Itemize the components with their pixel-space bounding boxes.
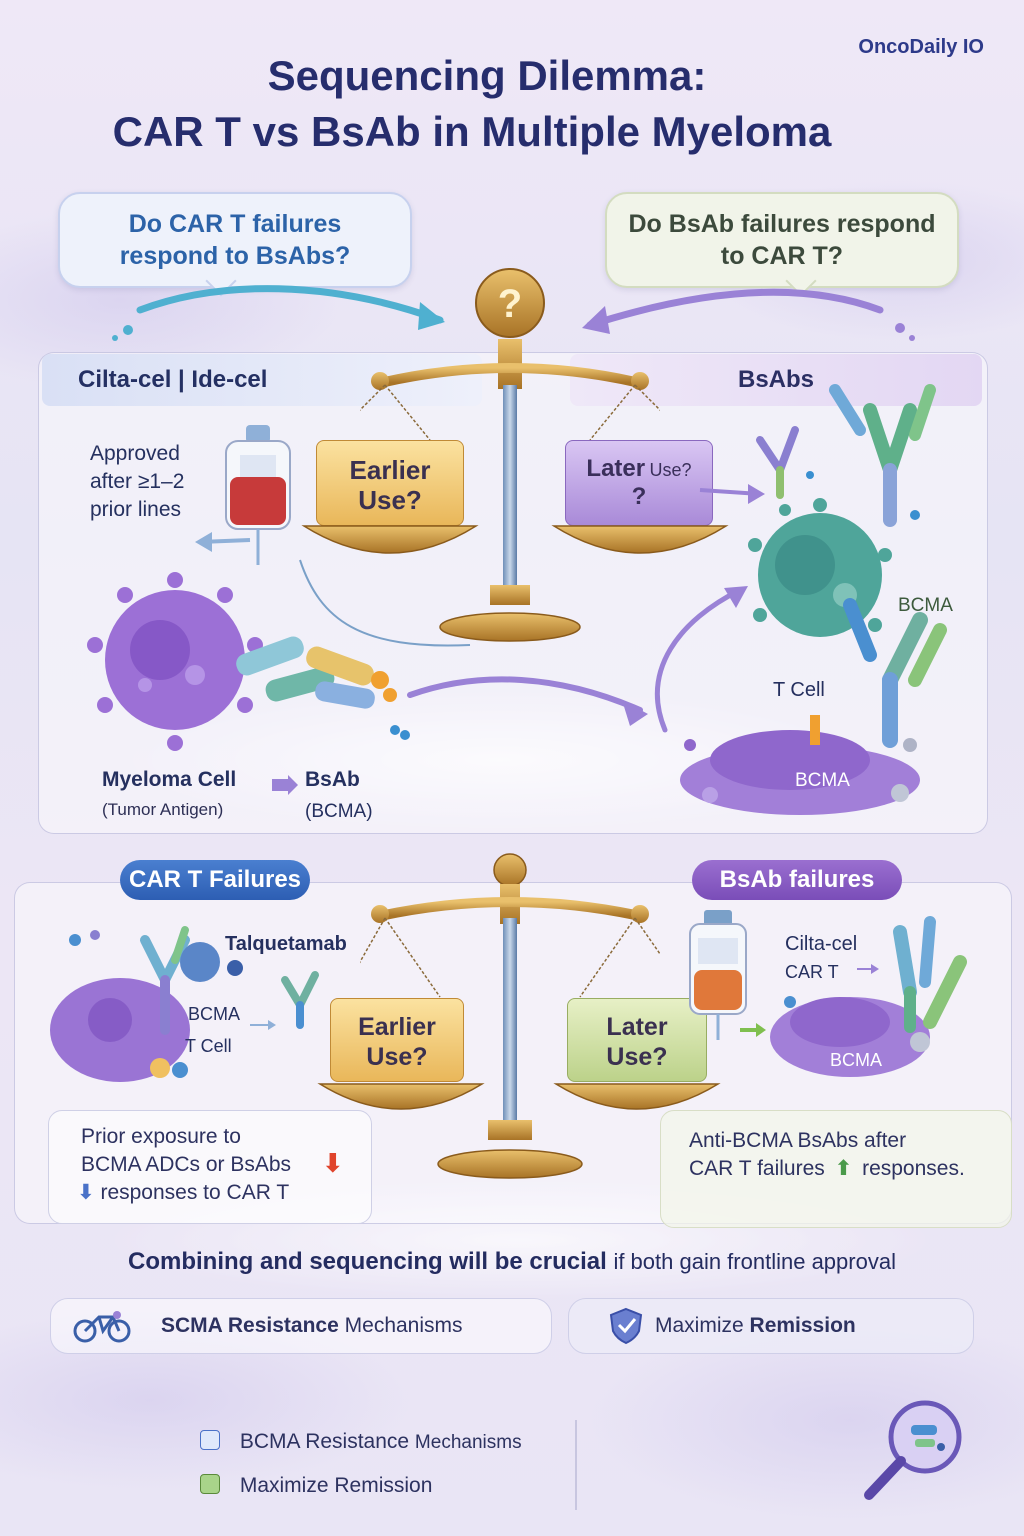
anti-bcma-line-2: CAR T failures <box>689 1157 825 1180</box>
bcma-label-bottom-right: BCMA <box>830 1050 883 1070</box>
scale-label-q-top: ? <box>631 483 647 510</box>
scale-box-later-bottom: Later Use? <box>567 998 707 1082</box>
remission-bar-rest: Maximize <box>655 1314 744 1337</box>
anti-bcma-line-3: responses. <box>862 1157 965 1180</box>
scale-pan-right-top <box>551 525 729 554</box>
scale-label-earlier-bottom: Earlier Use? <box>358 1013 436 1071</box>
up-arrow-icon: ⬆ <box>834 1157 853 1180</box>
approved-text: Approved after ≥1–2 prior lines <box>90 440 220 524</box>
prior-exposure-line-2: BCMA ADCs or BsAbs <box>81 1153 292 1176</box>
bcma-label-bottom-left: BCMA <box>188 1004 241 1024</box>
scale-label-later-top: Later <box>586 455 646 482</box>
resistance-bar-bold: SCMA Resistance <box>161 1314 339 1337</box>
svg-text:?: ? <box>498 282 522 326</box>
scale-box-earlier-top: Earlier Use? <box>316 440 464 526</box>
bcma-paren-label: (BCMA) <box>305 801 373 822</box>
remission-bar-text: Maximize Remission <box>655 1299 856 1353</box>
balance-scale-top-icon: ? <box>360 268 660 642</box>
t-cell-label-bottom-left: T Cell <box>185 1036 232 1056</box>
remission-bar-bold: Remission <box>749 1314 856 1337</box>
question-bubble-right: Do BsAb failures respond to CAR T? <box>605 192 959 288</box>
scale-pan-left-top <box>301 525 479 554</box>
scale-label-earlier-top: Earlier Use? <box>349 455 431 515</box>
prior-exposure-line-1: Prior exposure to <box>81 1125 241 1148</box>
flow-arrows-top <box>195 484 765 733</box>
myeloma-cell-label: Myeloma Cell <box>102 768 237 791</box>
antibody-icon <box>236 636 410 740</box>
magnifier-icon <box>864 1400 962 1500</box>
resistance-bar-rest: Mechanisms <box>344 1314 463 1337</box>
checkbox-green-icon <box>200 1474 220 1494</box>
bcma-label-top-right: BCMA <box>898 595 953 616</box>
checkbox-icon <box>200 1430 220 1450</box>
cilta-cel-vial-icon <box>689 910 747 1040</box>
legend-item-2: Maximize Remission <box>200 1474 432 1498</box>
scale-label-later-bottom: Later Use? <box>606 1013 668 1071</box>
prior-exposure-box: Prior exposure to BCMA ADCs or BsAbs ⬇ r… <box>48 1110 372 1224</box>
antibody-cluster-top-right <box>756 384 947 748</box>
bcma-label-bottom-right-top: BCMA <box>795 770 850 791</box>
cilta-cel-label: Cilta-cel <box>785 933 858 955</box>
t-cell-label-top: T Cell <box>773 679 825 701</box>
legend-divider <box>575 1420 577 1510</box>
prior-exposure-line-3-wrap: ⬇ responses to CAR T <box>77 1179 371 1207</box>
title-line-2: CAR T vs BsAb in Multiple Myeloma <box>112 108 832 155</box>
crucial-rest: if both gain frontline approval <box>613 1249 896 1274</box>
lysed-cell-icon <box>680 715 920 815</box>
car-t-label: CAR T <box>785 962 839 982</box>
arrows-top <box>112 285 915 341</box>
down-arrow-red-icon: ⬇ <box>322 1148 344 1178</box>
bicycle-icon <box>73 1311 131 1343</box>
legend-item-1-a: BCMA Resistance <box>239 1430 410 1453</box>
resistance-bar: SCMA Resistance Mechanisms <box>50 1298 552 1354</box>
myeloma-cell-icon <box>87 572 263 751</box>
talquetamab-label: Talquetamab <box>225 933 347 955</box>
pill-car-t-failures: CAR T Failures <box>120 860 310 900</box>
shield-check-icon <box>609 1307 643 1345</box>
remission-bar: Maximize Remission <box>568 1298 974 1354</box>
car-t-cell-bottom-right-icon <box>770 916 967 1077</box>
resistance-bar-text: SCMA Resistance Mechanisms <box>161 1299 463 1353</box>
pill-bsab-failures: BsAb failures <box>692 860 902 900</box>
crucial-bold: Combining and sequencing <box>128 1248 443 1275</box>
scale-box-later-top: Later Use? ? <box>565 440 713 526</box>
anti-bcma-line-2-wrap: CAR T failures ⬆ responses. <box>689 1155 1011 1183</box>
down-arrow-icon: ⬇ <box>77 1181 95 1204</box>
tumor-antigen-label: (Tumor Antigen) <box>102 800 224 819</box>
prior-exposure-line-3: responses to CAR T <box>100 1181 290 1204</box>
anti-bcma-line-1: Anti-BCMA BsAbs after <box>689 1129 907 1152</box>
scale-label-use-top: Use? <box>649 460 692 480</box>
balance-scale-bottom-icon <box>360 853 660 1179</box>
arrow-right-car-t-icon <box>857 964 879 974</box>
scale-box-earlier-bottom: Earlier Use? <box>330 998 464 1082</box>
myeloma-cell-bottom-left-icon <box>50 926 319 1082</box>
crucial-statement: Combining and sequencing will be crucial… <box>0 1248 1024 1276</box>
legend-item-1-b: Mechanisms <box>414 1432 522 1453</box>
arrow-right-icon <box>272 775 298 795</box>
arrow-green-icon <box>740 1023 766 1037</box>
approved-label: Approved after ≥1–2 prior lines <box>90 442 185 521</box>
legend-item-2-text: Maximize Remission <box>239 1474 433 1497</box>
title-line-1: Sequencing Dilemma: <box>267 52 707 99</box>
bsab-label: BsAb <box>305 768 360 791</box>
question-bubble-left: Do CAR T failures respond to BsAbs? <box>58 192 412 288</box>
scale-pan-left-bottom <box>317 1083 485 1110</box>
arrow-right-small-icon <box>250 1020 276 1030</box>
brand-logo-text: OncoDaily IO <box>858 36 984 58</box>
page-title: Sequencing Dilemma: CAR T vs BsAb in Mul… <box>0 52 1024 156</box>
scale-pan-right-bottom <box>553 1083 721 1110</box>
anti-bcma-box: Anti-BCMA BsAbs after CAR T failures ⬆ r… <box>660 1110 1012 1228</box>
crucial-bold-2: will be crucial <box>449 1248 607 1275</box>
legend-item-1: BCMA Resistance Mechanisms <box>200 1430 522 1454</box>
iv-bag-icon <box>225 425 291 565</box>
